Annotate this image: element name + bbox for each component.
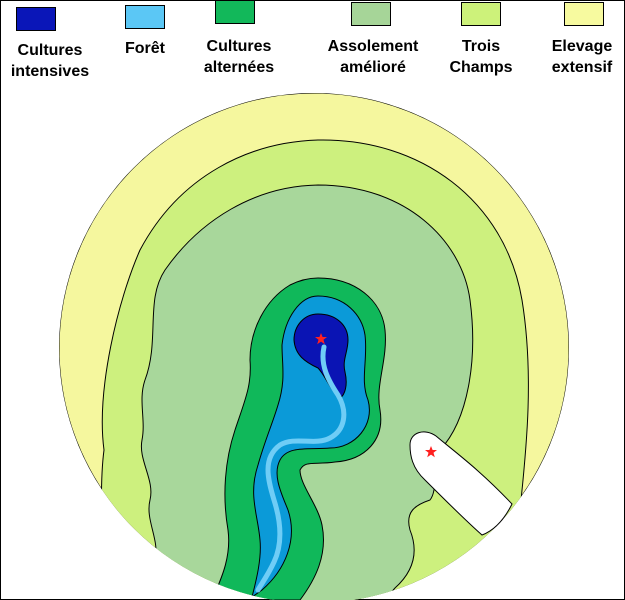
river — [255, 344, 347, 593]
legend-label-foret: Forêt — [125, 40, 165, 57]
legend-swatch-cultures-alternees — [215, 0, 255, 24]
legend-swatch-trois-champs — [461, 2, 501, 26]
secondary-city-area — [409, 431, 513, 536]
legend-label-assolement-ameliore: Assolement amélioré — [327, 38, 419, 76]
legend-swatch-elevage-extensif — [564, 2, 604, 26]
main-city-star-icon — [315, 333, 327, 345]
legend-label-elevage-extensif: Elevage extensif — [551, 38, 613, 76]
legend-label-trois-champs: Trois Champs — [449, 38, 513, 76]
legend-label-cultures-intensives: Cultures intensives — [10, 42, 90, 80]
secondary-city-star-icon — [425, 446, 437, 458]
legend-label-cultures-alternees: Cultures alternées — [203, 38, 275, 76]
legend-swatch-cultures-intensives — [16, 7, 56, 31]
legend-swatch-foret — [125, 5, 165, 29]
legend-swatch-assolement-ameliore — [351, 2, 391, 26]
